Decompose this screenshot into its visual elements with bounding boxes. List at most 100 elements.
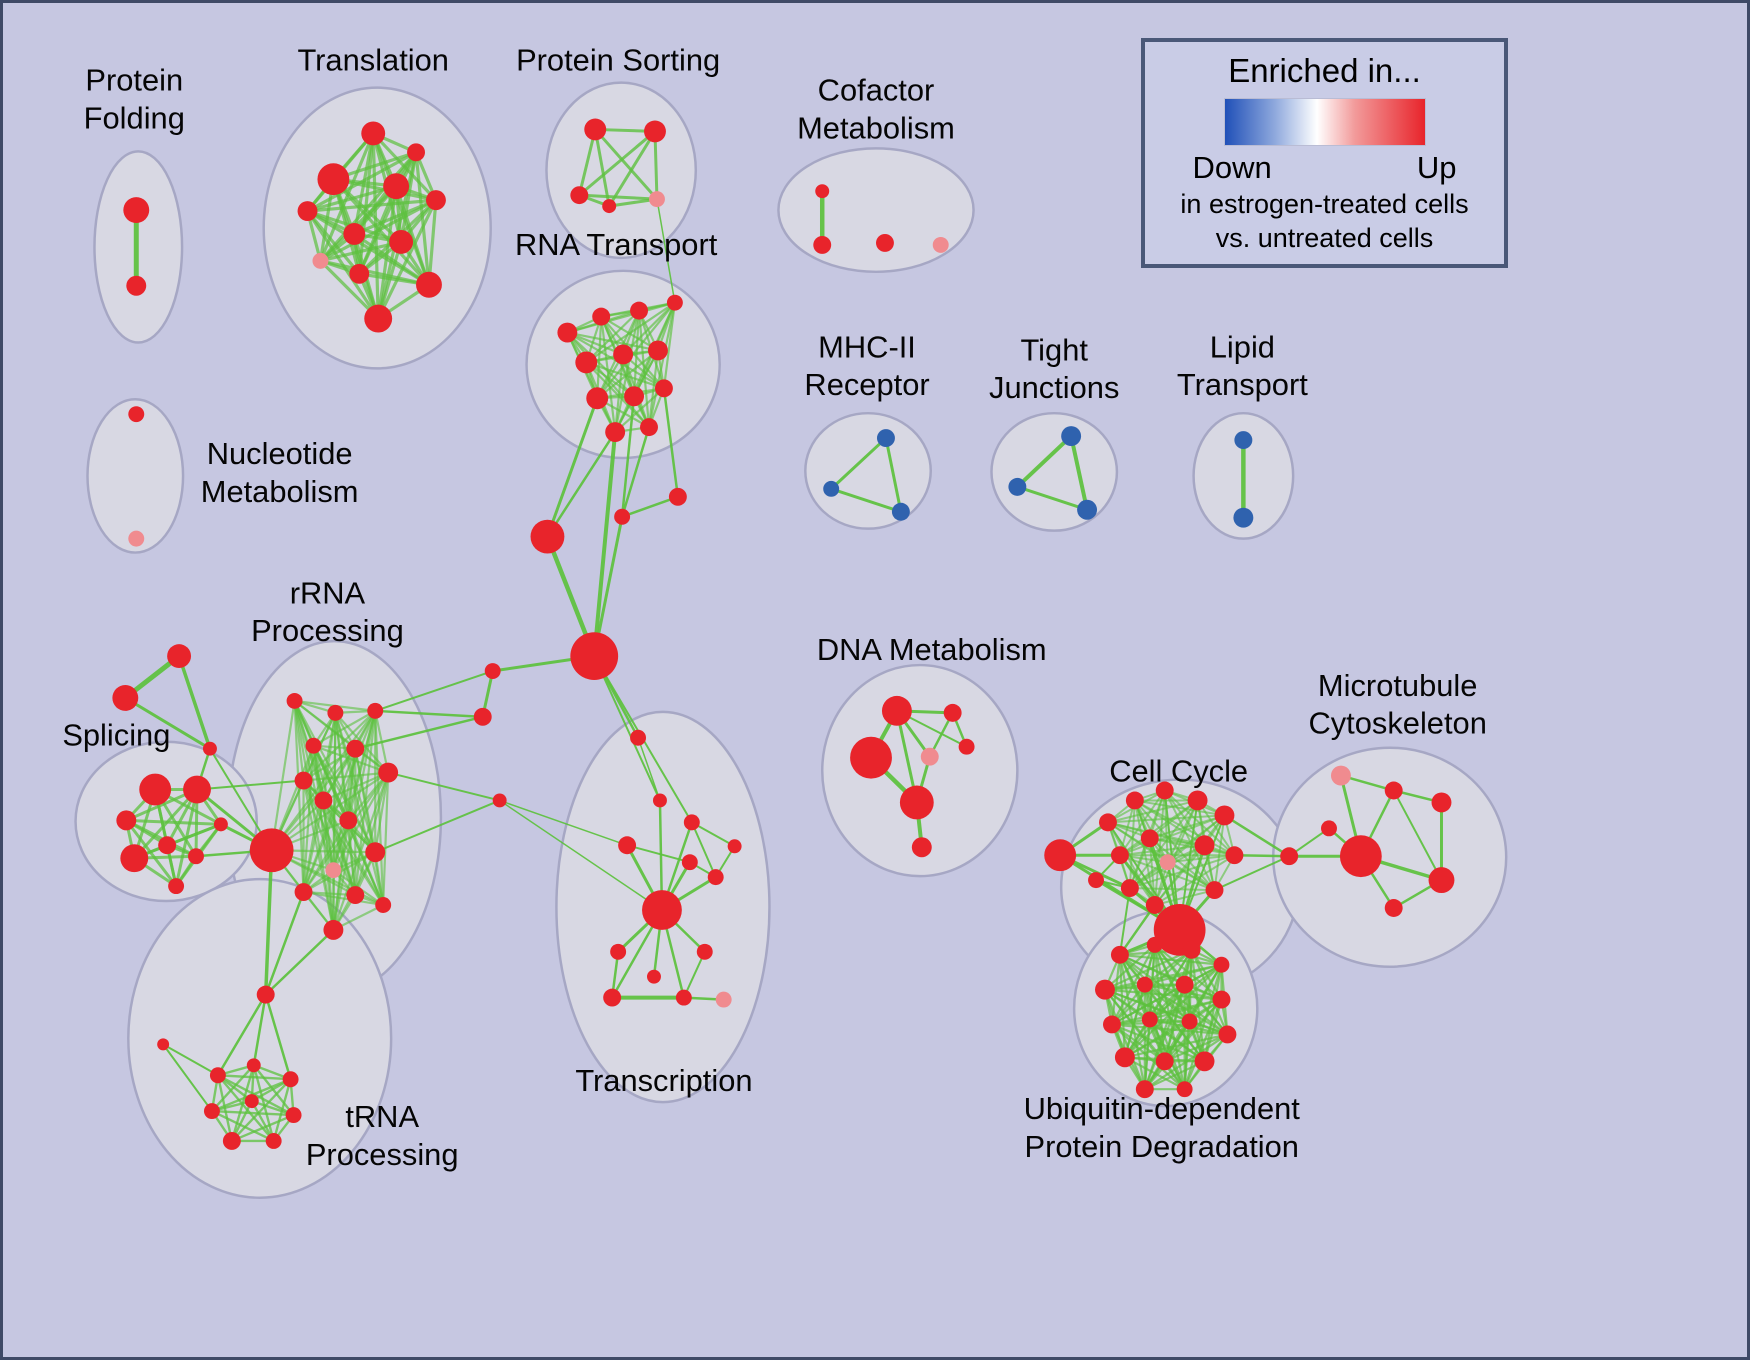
cluster-label-cell-cycle: Cell Cycle [1109,754,1248,789]
legend-up-label: Up [1416,150,1457,185]
edge-cc6-cc8 [1148,814,1226,840]
edge-tn5-tn9 [230,1078,292,1143]
edge-rr5-rr7 [302,747,357,782]
edge-tn4-tn8 [252,1064,295,1117]
edge-tn1-rr13 [264,890,305,996]
edge-rt4-rt10 [662,301,676,390]
edge-rt12-hx2 [620,425,651,518]
edge-cc13-ub1 [1118,903,1157,957]
node-dm4 [850,736,892,779]
node-rt3 [630,301,649,320]
node-rt9 [624,386,645,407]
edge-mc2-mc7 [1392,789,1443,882]
edge-ps3-ps5 [577,193,659,201]
node-ub16 [1135,1080,1154,1099]
node-rt8 [586,387,609,410]
edge-rr5-rr11 [332,747,357,872]
node-sp4 [120,844,149,873]
edge-fx1-fx3 [177,654,212,751]
edge-tr2-tr10 [331,177,431,287]
edge-hx7-rr6 [387,771,501,802]
node-tn1 [256,985,275,1004]
edge-rt10-rt11 [614,387,666,434]
cluster-label-rna-transport: RNA Transport [515,227,718,262]
node-tc6 [642,890,682,930]
edge-cc6-mc5 [1223,814,1291,858]
edge-ub4-ub15 [1203,963,1223,1063]
edge-tc3-tc7 [690,821,717,879]
node-ps3 [570,186,589,205]
node-rr8 [249,828,294,873]
node-mh3 [891,502,910,521]
legend-gradient-bar [1223,98,1426,146]
edge-ub12-ub13 [1123,1033,1229,1059]
node-rr9 [314,791,333,810]
node-tr11 [364,304,393,333]
node-hx1 [530,519,565,554]
edge-rt4-rt12 [647,301,676,429]
edge-ub5-ub16 [1103,988,1146,1091]
node-tc9 [610,943,627,960]
edge-rt6-rt11 [614,353,625,434]
edge-fx2-fx3 [123,696,212,751]
edge-hx5-rr3 [374,670,494,712]
cluster-cofactor-metabolism [777,147,975,274]
node-ub4 [1213,956,1230,973]
edge-cc10-cc13 [1153,844,1206,906]
node-tc10 [647,969,661,984]
edge-tc4-tc5 [626,844,691,864]
node-ub7 [1175,975,1194,994]
node-dm7 [899,785,934,820]
edge-tc11-tc13 [682,950,706,999]
node-pf1 [123,197,150,224]
node-dm6 [958,738,975,755]
node-tc7 [707,869,724,886]
legend-box: Enriched in... Down Up in estrogen-treat… [1141,38,1508,268]
node-mc8 [1384,899,1403,917]
node-tj3 [1077,499,1098,520]
edge-tn6-tn10 [210,1109,275,1143]
node-sp8 [168,878,185,895]
edge-ub3-ub5 [1103,948,1193,991]
edge-tn8-tn9 [230,1113,295,1143]
node-dm2 [943,703,962,722]
node-tc8 [727,839,742,854]
node-tn6 [203,1103,220,1120]
legend-down-label: Down [1192,150,1272,185]
node-cm4 [932,236,949,253]
edge-tr7-tr8 [318,240,403,263]
node-mh1 [876,429,895,448]
node-tr7 [389,229,414,254]
edge-hx7-rr12 [374,799,501,854]
edge-cc3-cc12 [1128,799,1136,890]
node-tn10 [265,1132,282,1149]
edge-ps4-ps5 [607,197,659,208]
node-cc11 [1225,846,1244,865]
node-cc13 [1145,896,1164,914]
edge-tr9-tr12 [357,150,418,276]
legend-caption-line1: in estrogen-treated cells [1180,189,1469,219]
node-fx3 [202,741,217,756]
edge-rr10-rr13 [302,819,350,894]
edge-rt11-hx1 [546,430,617,538]
node-mc2 [1384,781,1403,800]
node-tr8 [312,252,329,269]
edge-ps2-ps3 [577,129,657,197]
node-mc5 [1280,847,1299,866]
node-cc1 [1044,839,1077,872]
node-ub17 [1176,1081,1193,1098]
node-tc13 [675,989,692,1006]
node-tc11 [696,943,713,960]
node-rr1 [286,692,303,709]
node-tc5 [681,854,698,871]
node-lt2 [1233,507,1254,528]
legend-scale-labels: Down Up [1193,150,1457,186]
edge-tn4-tn10 [252,1064,275,1143]
node-tr6 [343,223,366,245]
edge-ub9-ub17 [1110,1023,1186,1091]
edge-ps1-ps5 [593,127,659,201]
node-mh2 [823,480,840,497]
node-rr6 [378,762,399,783]
edge-tn2-tn3 [162,1043,219,1077]
